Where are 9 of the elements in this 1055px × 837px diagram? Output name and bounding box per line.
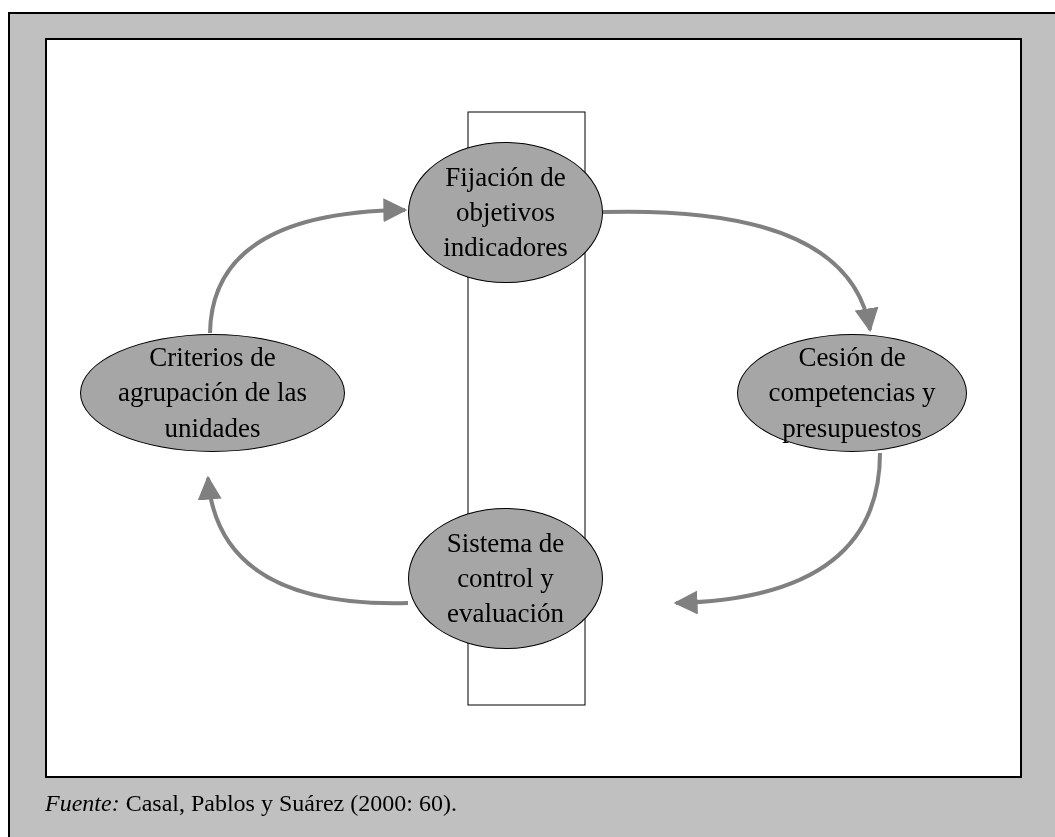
node-label: Fijación de objetivos indicadores xyxy=(442,160,569,265)
curved-arrow xyxy=(208,198,408,334)
source-caption: Fuente: Casal, Pablos y Suárez (2000: 60). xyxy=(45,790,457,817)
curved-arrow xyxy=(603,209,877,333)
node-label: Sistema de control y evaluación xyxy=(445,526,566,631)
node-label: Criterios de agrupación de las unidades xyxy=(117,341,308,445)
node-label: Cesión de competencias y presupuestos xyxy=(767,341,937,445)
curved-arrow xyxy=(673,452,882,614)
curved-arrow xyxy=(199,475,408,605)
